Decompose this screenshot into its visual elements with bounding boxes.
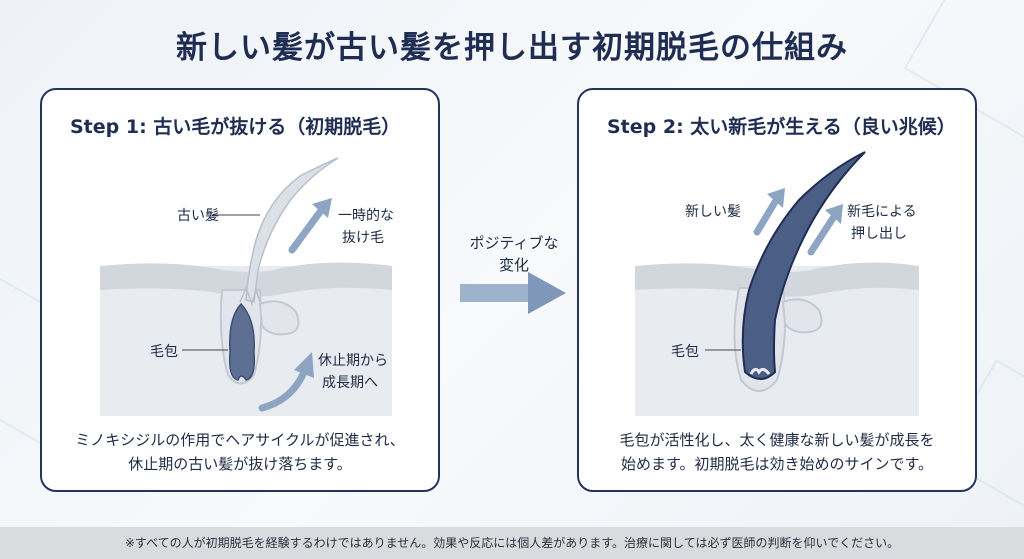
label-follicle: 毛包 [671, 344, 699, 360]
step2-description: 毛包が活性化し、太く健康な新しい髪が成長を 始めます。初期脱毛は効き始めのサイン… [579, 428, 975, 476]
up-arrow-icon [807, 204, 843, 256]
curved-arrow-icon [258, 352, 314, 412]
label-old-hair: 古い髪 [177, 208, 219, 224]
label-push-2: 押し出し [851, 226, 907, 242]
sebaceous-gland [781, 298, 823, 334]
new-hair-root [749, 367, 771, 375]
label-temp-hair-1: 一時的な [338, 208, 394, 224]
right-arrow-icon [460, 272, 566, 314]
step1-title: Step 1: 古い毛が抜ける（初期脱毛） [70, 116, 401, 138]
step1-description: ミノキシジルの作用でヘアサイクルが促進され、 休止期の古い髪が抜け落ちます。 [42, 428, 438, 476]
step2-title: Step 2: 太い新毛が生える（良い兆候） [607, 116, 956, 138]
page-title: 新しい髪が古い髪を押し出す初期脱毛の仕組み [176, 30, 848, 66]
label-temp-hair-2: 抜け毛 [342, 230, 384, 246]
up-arrow-icon [753, 188, 785, 236]
label-new-hair: 新しい髪 [685, 204, 741, 220]
step1-card: Step 1: 古い毛が抜ける（初期脱毛） 古い髪 一時的な 抜け毛 毛包 休止… [40, 88, 440, 492]
new-hair [741, 151, 866, 380]
step1-desc-line2: 休止期の古い髪が抜け落ちます。 [128, 455, 352, 473]
step2-illustration: 新しい髪 新毛による 押し出し 毛包 [635, 151, 919, 416]
label-follicle: 毛包 [150, 344, 178, 360]
label-push-1: 新毛による [847, 204, 917, 220]
step1-illustration: 古い髪 一時的な 抜け毛 毛包 休止期から 成長期へ [100, 157, 394, 416]
sebaceous-gland [258, 300, 300, 336]
step2-card: Step 2: 太い新毛が生える（良い兆候） 新しい髪 新毛による 押し出し 毛… [577, 88, 977, 492]
label-phase-2: 成長期へ [322, 375, 378, 391]
follicle-bulb [228, 302, 256, 381]
transition-line1: ポジティブな [469, 234, 559, 252]
transition-label: ポジティブな 変化 [455, 232, 573, 276]
transition-line2: 変化 [498, 256, 529, 274]
skin-surface [100, 262, 392, 297]
up-arrow-icon [288, 198, 332, 254]
label-phase-1: 休止期から [318, 353, 388, 369]
step1-desc-line1: ミノキシジルの作用でヘアサイクルが促進され、 [75, 431, 405, 449]
step2-desc-line1: 毛包が活性化し、太く健康な新しい髪が成長を [619, 431, 935, 449]
disclaimer-footer: ※すべての人が初期脱毛を経験するわけではありません。効果や反応には個人差がありま… [0, 527, 1024, 559]
old-hair-root [239, 285, 261, 307]
step2-desc-line2: 始めます。初期脱毛は効き始めのサインです。 [620, 455, 933, 473]
old-hair [245, 157, 339, 303]
